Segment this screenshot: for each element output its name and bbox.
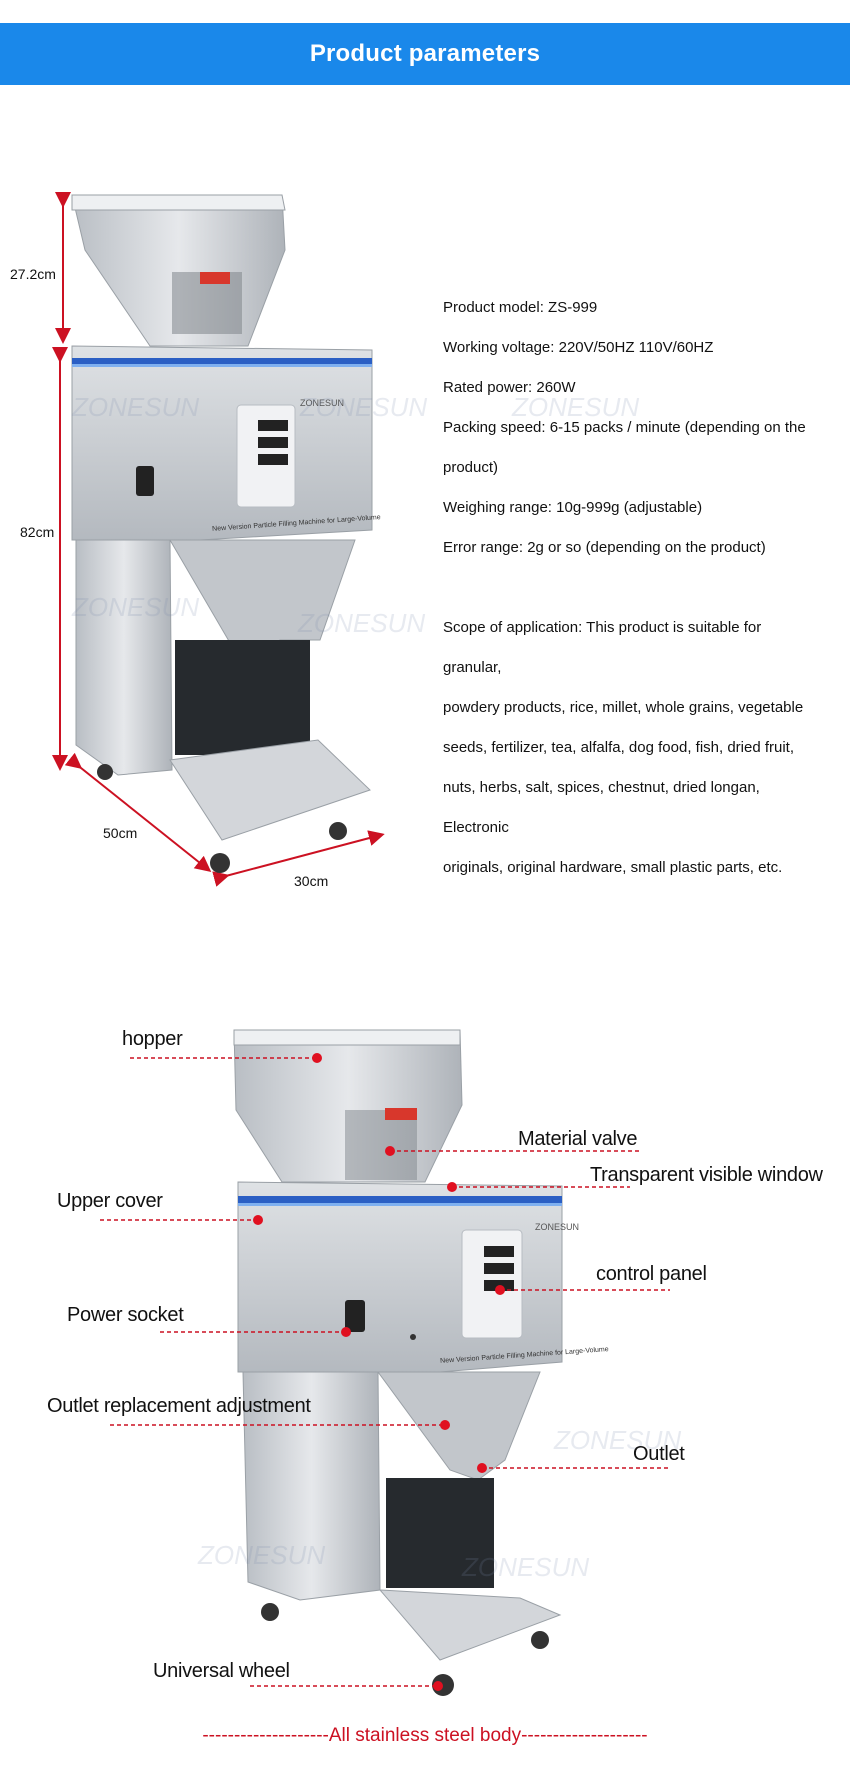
- footer-caption: --------------------All stainless steel …: [202, 1725, 648, 1746]
- label-upper-cover: Upper cover: [57, 1190, 163, 1212]
- label-window: Transparent visible window: [590, 1164, 823, 1186]
- label-wheel: Universal wheel: [153, 1660, 290, 1682]
- scope-line: powdery products, rice, millet, whole gr…: [443, 699, 804, 716]
- watermark: ZONESUN: [300, 392, 428, 422]
- label-hopper: hopper: [122, 1028, 183, 1050]
- spec-line: Weighing range: 10g-999g (adjustable): [443, 499, 703, 516]
- machine-image-dimensions: [71, 194, 373, 873]
- spec-line: Rated power: 260W: [443, 379, 576, 396]
- label-material-valve: Material valve: [518, 1128, 638, 1150]
- dimension-arrows: [52, 192, 385, 887]
- scope-line: Scope of application: This product is su…: [443, 619, 762, 676]
- watermark: ZONESUN: [72, 392, 200, 422]
- label-outlet: Outlet: [633, 1443, 685, 1465]
- spec-line: Packing speed: 6-15 packs / minute (depe…: [443, 419, 806, 436]
- label-power-socket: Power socket: [67, 1304, 184, 1326]
- watermark: ZONESUN: [72, 592, 200, 622]
- brand-label: ZONESUN: [300, 398, 345, 408]
- part-markers: [253, 1053, 505, 1691]
- label-control-panel: control panel: [596, 1263, 707, 1285]
- scope-line: originals, original hardware, small plas…: [443, 859, 783, 876]
- hopper-height-label: 27.2cm: [10, 266, 56, 282]
- spec-line: Product model: ZS-999: [443, 299, 598, 316]
- scope-line: seeds, fertilizer, tea, alfalfa, dog foo…: [443, 739, 795, 756]
- spec-line: Error range: 2g or so (depending on the …: [443, 539, 766, 556]
- label-outlet-adjust: Outlet replacement adjustment: [47, 1395, 311, 1417]
- width-label: 30cm: [294, 873, 329, 889]
- watermark: ZONESUN: [512, 392, 640, 422]
- page-title: Product parameters: [0, 23, 850, 85]
- watermark: ZONESUN: [198, 1540, 326, 1570]
- spec-line: Working voltage: 220V/50HZ 110V/60HZ: [443, 339, 714, 356]
- brand-label-2: ZONESUN: [535, 1222, 580, 1232]
- watermark: ZONESUN: [298, 608, 426, 638]
- depth-label: 50cm: [103, 825, 138, 841]
- part-leader-lines: [100, 1057, 670, 1687]
- watermark: ZONESUN: [462, 1552, 590, 1582]
- spec-list: Product model: ZS-999 Working voltage: 2…: [443, 288, 823, 888]
- machine-image-parts: [233, 1029, 563, 1696]
- scope-line: nuts, herbs, salt, spices, chestnut, dri…: [443, 779, 760, 836]
- watermark: ZONESUN: [554, 1425, 682, 1455]
- spec-line: product): [443, 459, 499, 476]
- body-height-label: 82cm: [20, 524, 55, 540]
